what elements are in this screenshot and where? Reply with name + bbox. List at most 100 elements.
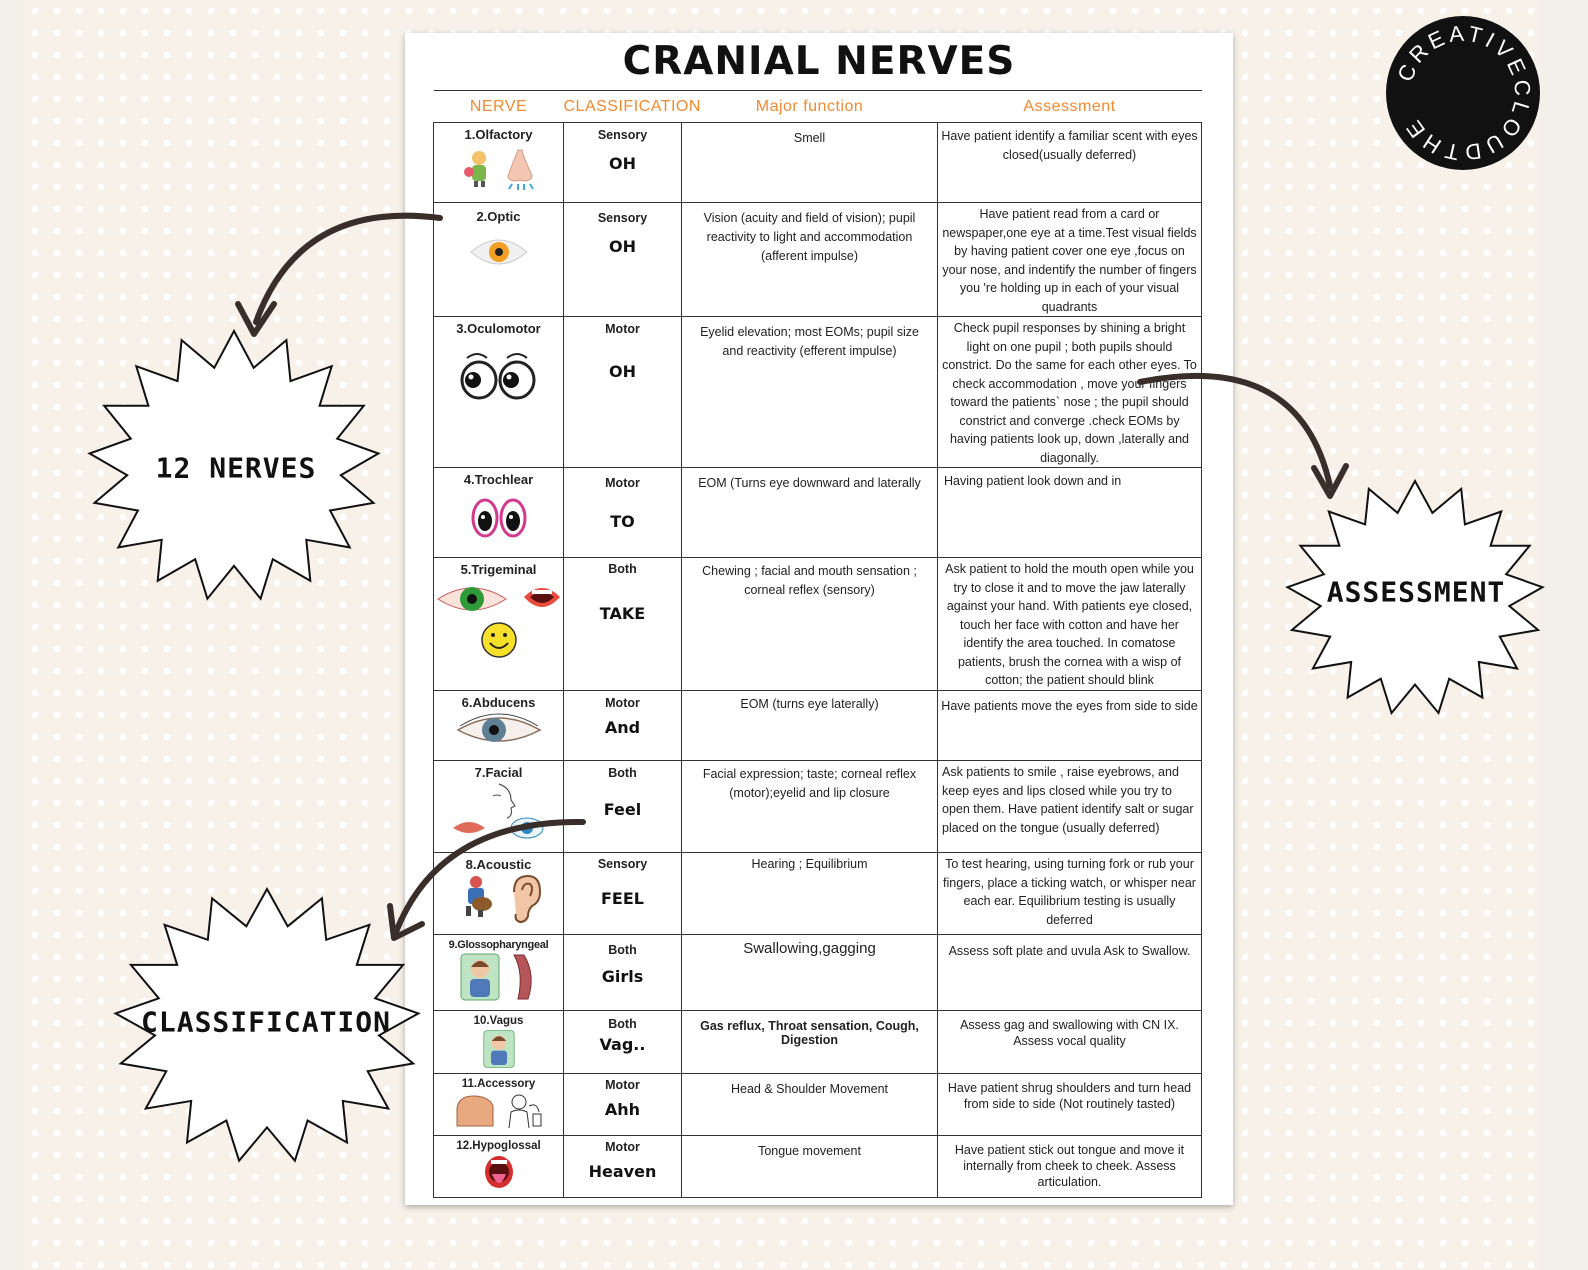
cartoon-eyes-icon <box>460 353 535 400</box>
nerve-name: 8.Acoustic <box>465 857 532 872</box>
pink-eyes-icon <box>471 498 526 538</box>
burst-classification <box>113 886 421 1163</box>
nerve-name: 5.Trigeminal <box>460 562 537 577</box>
major-function: Head & Shoulder Movement <box>730 1082 889 1096</box>
green-eye-icon <box>436 587 507 611</box>
assessment-text: Ask patients to smile , raise eyebrows, … <box>942 765 1194 835</box>
major-function: Chewing ; facial and mouth sensation ; c… <box>702 564 917 597</box>
mnemonic-word: TAKE <box>599 604 646 623</box>
shoulder-icon <box>456 1095 493 1127</box>
classification-label: Sensory <box>597 857 648 871</box>
face-profile-icon <box>452 783 543 839</box>
table-header-row: NERVE CLASSIFICATION Major function Asse… <box>433 90 1202 123</box>
nerve-name: 4.Trochlear <box>463 472 534 487</box>
mnemonic-word: Heaven <box>588 1162 657 1181</box>
mnemonic-word: OH <box>609 362 636 381</box>
flower-sniffing-icon <box>463 151 486 187</box>
header-assessment: Assessment <box>937 90 1202 123</box>
classification-label: Motor <box>605 322 640 336</box>
major-function: Eyelid elevation; most EOMs; pupil size … <box>700 325 919 358</box>
assessment-text: Have patient read from a card or newspap… <box>942 207 1197 314</box>
nose-icon <box>506 149 534 190</box>
head-turn-icon <box>508 1094 541 1129</box>
classification-label: Both <box>608 1017 637 1031</box>
assessment-text: Have patients move the eyes from side to… <box>941 699 1198 713</box>
major-function: Vision (acuity and field of vision); pup… <box>703 211 916 263</box>
mnemonic-word: TO <box>610 512 635 531</box>
header-nerve: NERVE <box>433 90 564 123</box>
nerve-name: 11.Accessory <box>461 1078 536 1090</box>
classification-label: Motor <box>605 696 640 710</box>
coughing-man-icon <box>482 1030 515 1068</box>
classification-label: Motor <box>605 1140 640 1154</box>
mnemonic-word: OH <box>609 237 636 256</box>
realistic-eye-icon <box>455 713 542 742</box>
nerve-name: 10.Vagus <box>473 1015 524 1027</box>
major-function: EOM (Turns eye downward and laterally <box>698 476 921 490</box>
burst-12-nerves <box>87 328 381 601</box>
major-function: Hearing ; Equilibrium <box>751 857 868 871</box>
header-function: Major function <box>681 90 938 123</box>
assessment-text: Check pupil responses by shining a brigh… <box>942 321 1197 465</box>
major-function: Tongue movement <box>758 1144 861 1158</box>
nerve-name: 12.Hypoglossal <box>456 1140 541 1152</box>
page-title: CRANIAL NERVES <box>622 39 1016 84</box>
brand-logo-badge: CREATIVECLOUDTHE <box>1386 16 1540 170</box>
mnemonic-word: And <box>604 718 641 737</box>
nerve-name: 6.Abducens <box>461 695 536 710</box>
callout-assessment: ASSESSMENT <box>1326 575 1506 609</box>
mnemonic-word: OH <box>609 154 636 173</box>
header-classification: CLASSIFICATION <box>563 90 700 123</box>
major-function: Swallowing,gagging <box>743 940 876 957</box>
mnemonic-word: Feel <box>603 800 642 819</box>
assessment-text: To test hearing, using turning fork or r… <box>943 857 1196 927</box>
assessment-text: Have patient stick out tongue and move i… <box>954 1143 1185 1189</box>
major-function: Facial expression; taste; corneal reflex… <box>702 767 917 800</box>
ear-icon <box>512 874 541 924</box>
worksheet: CRANIAL NERVES NERVE CLASSIFICATION Majo… <box>405 33 1233 1205</box>
classification-label: Both <box>608 766 637 780</box>
nerve-name: 9.Glossopharyngeal <box>448 939 549 951</box>
assessment-text: Have patient shrug shoulders and turn he… <box>947 1081 1192 1111</box>
assessment-text: Ask patient to hold the mouth open while… <box>945 562 1194 687</box>
smiley-face-icon <box>480 622 517 658</box>
classification-label: Motor <box>605 476 640 490</box>
callout-classification: CLASSIFICATION <box>140 1005 392 1039</box>
mnemonic-word: Vag.. <box>599 1035 646 1054</box>
classification-label: Sensory <box>597 211 648 225</box>
classification-label: Sensory <box>597 128 648 142</box>
tongue-icon <box>484 1156 513 1188</box>
throat-icon <box>512 954 532 1000</box>
nerve-name: 1.Olfactory <box>464 127 533 142</box>
mnemonic-word: FEEL <box>601 889 644 908</box>
burst-assessment <box>1285 478 1545 716</box>
classification-label: Both <box>608 943 637 957</box>
assessment-text: Having patient look down and in <box>944 474 1122 488</box>
callout-12-nerves: 12 NERVES <box>155 451 317 485</box>
mnemonic-word: Girls <box>601 967 644 986</box>
assessment-text: Assess gag and swallowing with CN IX. As… <box>960 1018 1179 1048</box>
major-function: EOM (turns eye laterally) <box>740 697 879 711</box>
major-function: Smell <box>793 131 826 145</box>
nerve-name: 3.Oculomotor <box>456 321 541 336</box>
nerve-name: 7.Facial <box>474 765 523 780</box>
nerve-name: 2.Optic <box>476 209 521 224</box>
cranial-nerves-table: NERVE CLASSIFICATION Major function Asse… <box>433 90 1202 1198</box>
guitar-player-icon <box>465 876 492 917</box>
assessment-text: Assess soft plate and uvula Ask to Swall… <box>948 944 1191 958</box>
classification-label: Both <box>608 562 637 576</box>
assessment-text: Have patient identify a familiar scent w… <box>941 129 1198 162</box>
coughing-man-icon <box>460 953 499 1001</box>
